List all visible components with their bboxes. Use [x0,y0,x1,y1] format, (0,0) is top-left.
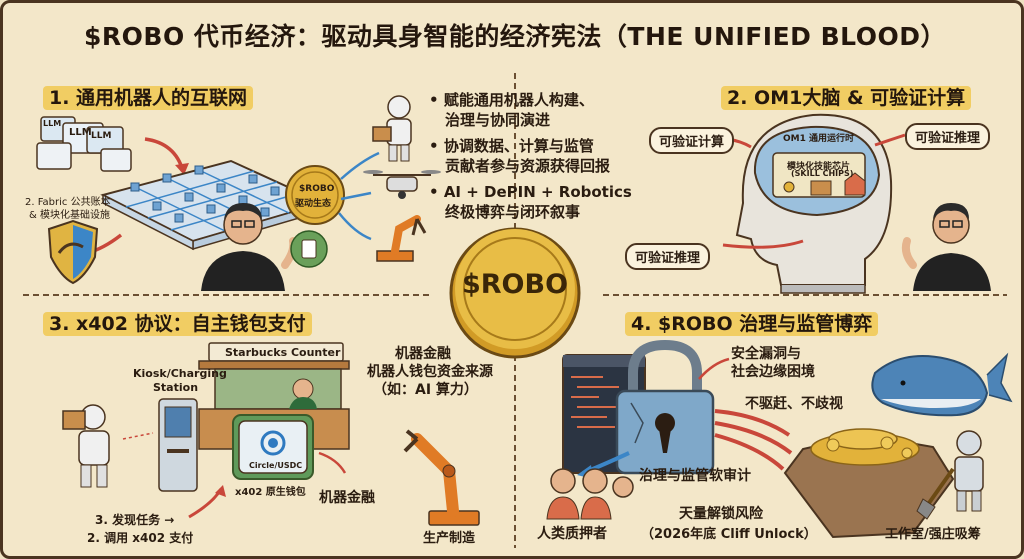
step-discover-task: 3. 发现任务 → [95,513,175,527]
om1-brain-head-illustration [735,113,893,294]
section-heading-3-text: 3. x402 协议：自主钱包支付 [43,312,312,336]
drone-icon [363,170,441,199]
finance-title-line2: 机器人钱包资金来源 [367,364,493,380]
section-heading-3: 3. x402 协议：自主钱包支付 [43,309,312,336]
wallet-brand-label: Circle/USDC [249,461,303,470]
arrow-to-bubble-right [874,133,906,147]
arrow-to-robot [340,151,380,180]
padlock-icon [615,339,715,475]
center-coin-label: $ROBO [461,269,569,300]
robotic-arm-icon-1 [376,215,427,262]
security-label-line1: 安全漏洞与 [731,346,801,362]
llm-tag-2: LLM [69,127,92,138]
starbucks-counter-illustration [198,342,350,450]
section-heading-2: 2. OM1大脑 & 可验证计算 [721,83,972,110]
finance-title-line3: （如：AI 算力） [373,382,478,398]
bullet-3-line1: • AI + DePIN + Robotics [429,183,632,201]
counter-label: Starbucks Counter [225,346,341,359]
robo-token-small-icon [285,165,345,225]
section-heading-1: 1. 通用机器人的互联网 [43,83,254,110]
studio-label: 工作室/强庄吸筹 [885,527,981,542]
wallet-caption: x402 原生钱包 [235,487,306,498]
small-coin-label-2: 驱动生态 [295,199,332,209]
delivery-robot-icon [62,404,110,488]
section-heading-1-text: 1. 通用机器人的互联网 [43,86,254,110]
humanoid-robot-icon [372,95,412,162]
bullet-1-text: 赋能通用机器人构建、 [443,91,594,109]
section-heading-4: 4. $ROBO 治理与监管博弈 [625,309,879,336]
arrow-cliff [714,409,793,471]
finance-label: 机器金融 [319,490,375,506]
bullet-1-line2: 治理与协同演进 [445,111,551,129]
bullet-2-line1: • 协调数据、计算与监管 [429,137,594,155]
page-title: $ROBO 代币经济：驱动具身智能的经济宪法（THE UNIFIED BLOOD… [84,22,946,51]
kiosk-icon [158,398,198,492]
production-label: 生产制造 [423,531,476,546]
unlock-risk-line1: 天量解锁风险 [679,506,763,522]
llm-tag-3: LLM [91,131,112,141]
illustration-layer [23,73,1013,548]
whale-icon [871,352,1013,417]
presenter-figure-1 [201,203,298,291]
llm-tag-1: LLM [43,119,62,128]
llm-cards-illustration [36,116,132,172]
bubble-verifiable-inference-bottom: 可验证推理 [625,243,711,270]
unlock-risk-line2: （2026年底 Cliff Unlock） [641,527,817,542]
bullet-3-text: AI + DePIN + Robotics [443,183,632,201]
step-call-x402: 2. 调用 x402 支付 [87,531,194,545]
arrow-to-bubble-bottom [722,239,804,249]
x402-wallet-icon [232,414,314,480]
small-coin-label-1: $ROBO [299,184,335,194]
bullet-2-line2: 贡献者参与资源获得回报 [445,157,611,175]
human-stakers-label: 人类质押者 [537,526,607,542]
robotic-arm-icon-2 [403,429,480,526]
bullet-1-line1: • 赋能通用机器人构建、 [429,91,594,109]
kiosk-label-line1: Kiosk/Charging [133,367,227,380]
coffee-cup-icon [290,230,328,268]
digging-robot-icon [916,430,984,520]
fabric-label-line1: 2. Fabric 公共账本 [25,197,111,208]
kiosk-label-line2: Station [153,381,199,394]
arrow-to-drone [340,191,372,201]
gold-coin-pile-icon [783,428,955,539]
shield-icon [47,219,99,285]
audit-label: 治理与监管软审计 [639,468,751,484]
chip-label-line2: (SKILL CHIPS) [791,169,854,178]
section-heading-4-text: 4. $ROBO 治理与监管博弈 [625,312,879,336]
human-stakers-icon [546,468,634,520]
finance-title-line1: 机器金融 [395,346,451,362]
bubble-verifiable-compute: 可验证计算 [649,127,735,154]
chip-label-line1: 模块化技能芯片 [787,162,851,172]
brain-label: OM1 通用运行时 [783,134,855,144]
section-heading-2-text: 2. OM1大脑 & 可验证计算 [721,86,972,110]
bullet-3-line2: 终极博弈与闭环叙事 [445,203,581,221]
bubble-verifiable-inference-right: 可验证推理 [905,123,991,150]
security-label-line2: 社会边缘困境 [731,364,815,380]
fabric-label-line2: & 模块化基础设施 [29,210,110,221]
presenter-figure-2 [901,203,991,291]
bullet-2-text: 协调数据、计算与监管 [443,137,594,155]
robo-token-coin-icon [449,227,581,359]
no-expel-label: 不驱赶、不歧视 [745,396,843,412]
arrow-to-arm [338,212,372,241]
